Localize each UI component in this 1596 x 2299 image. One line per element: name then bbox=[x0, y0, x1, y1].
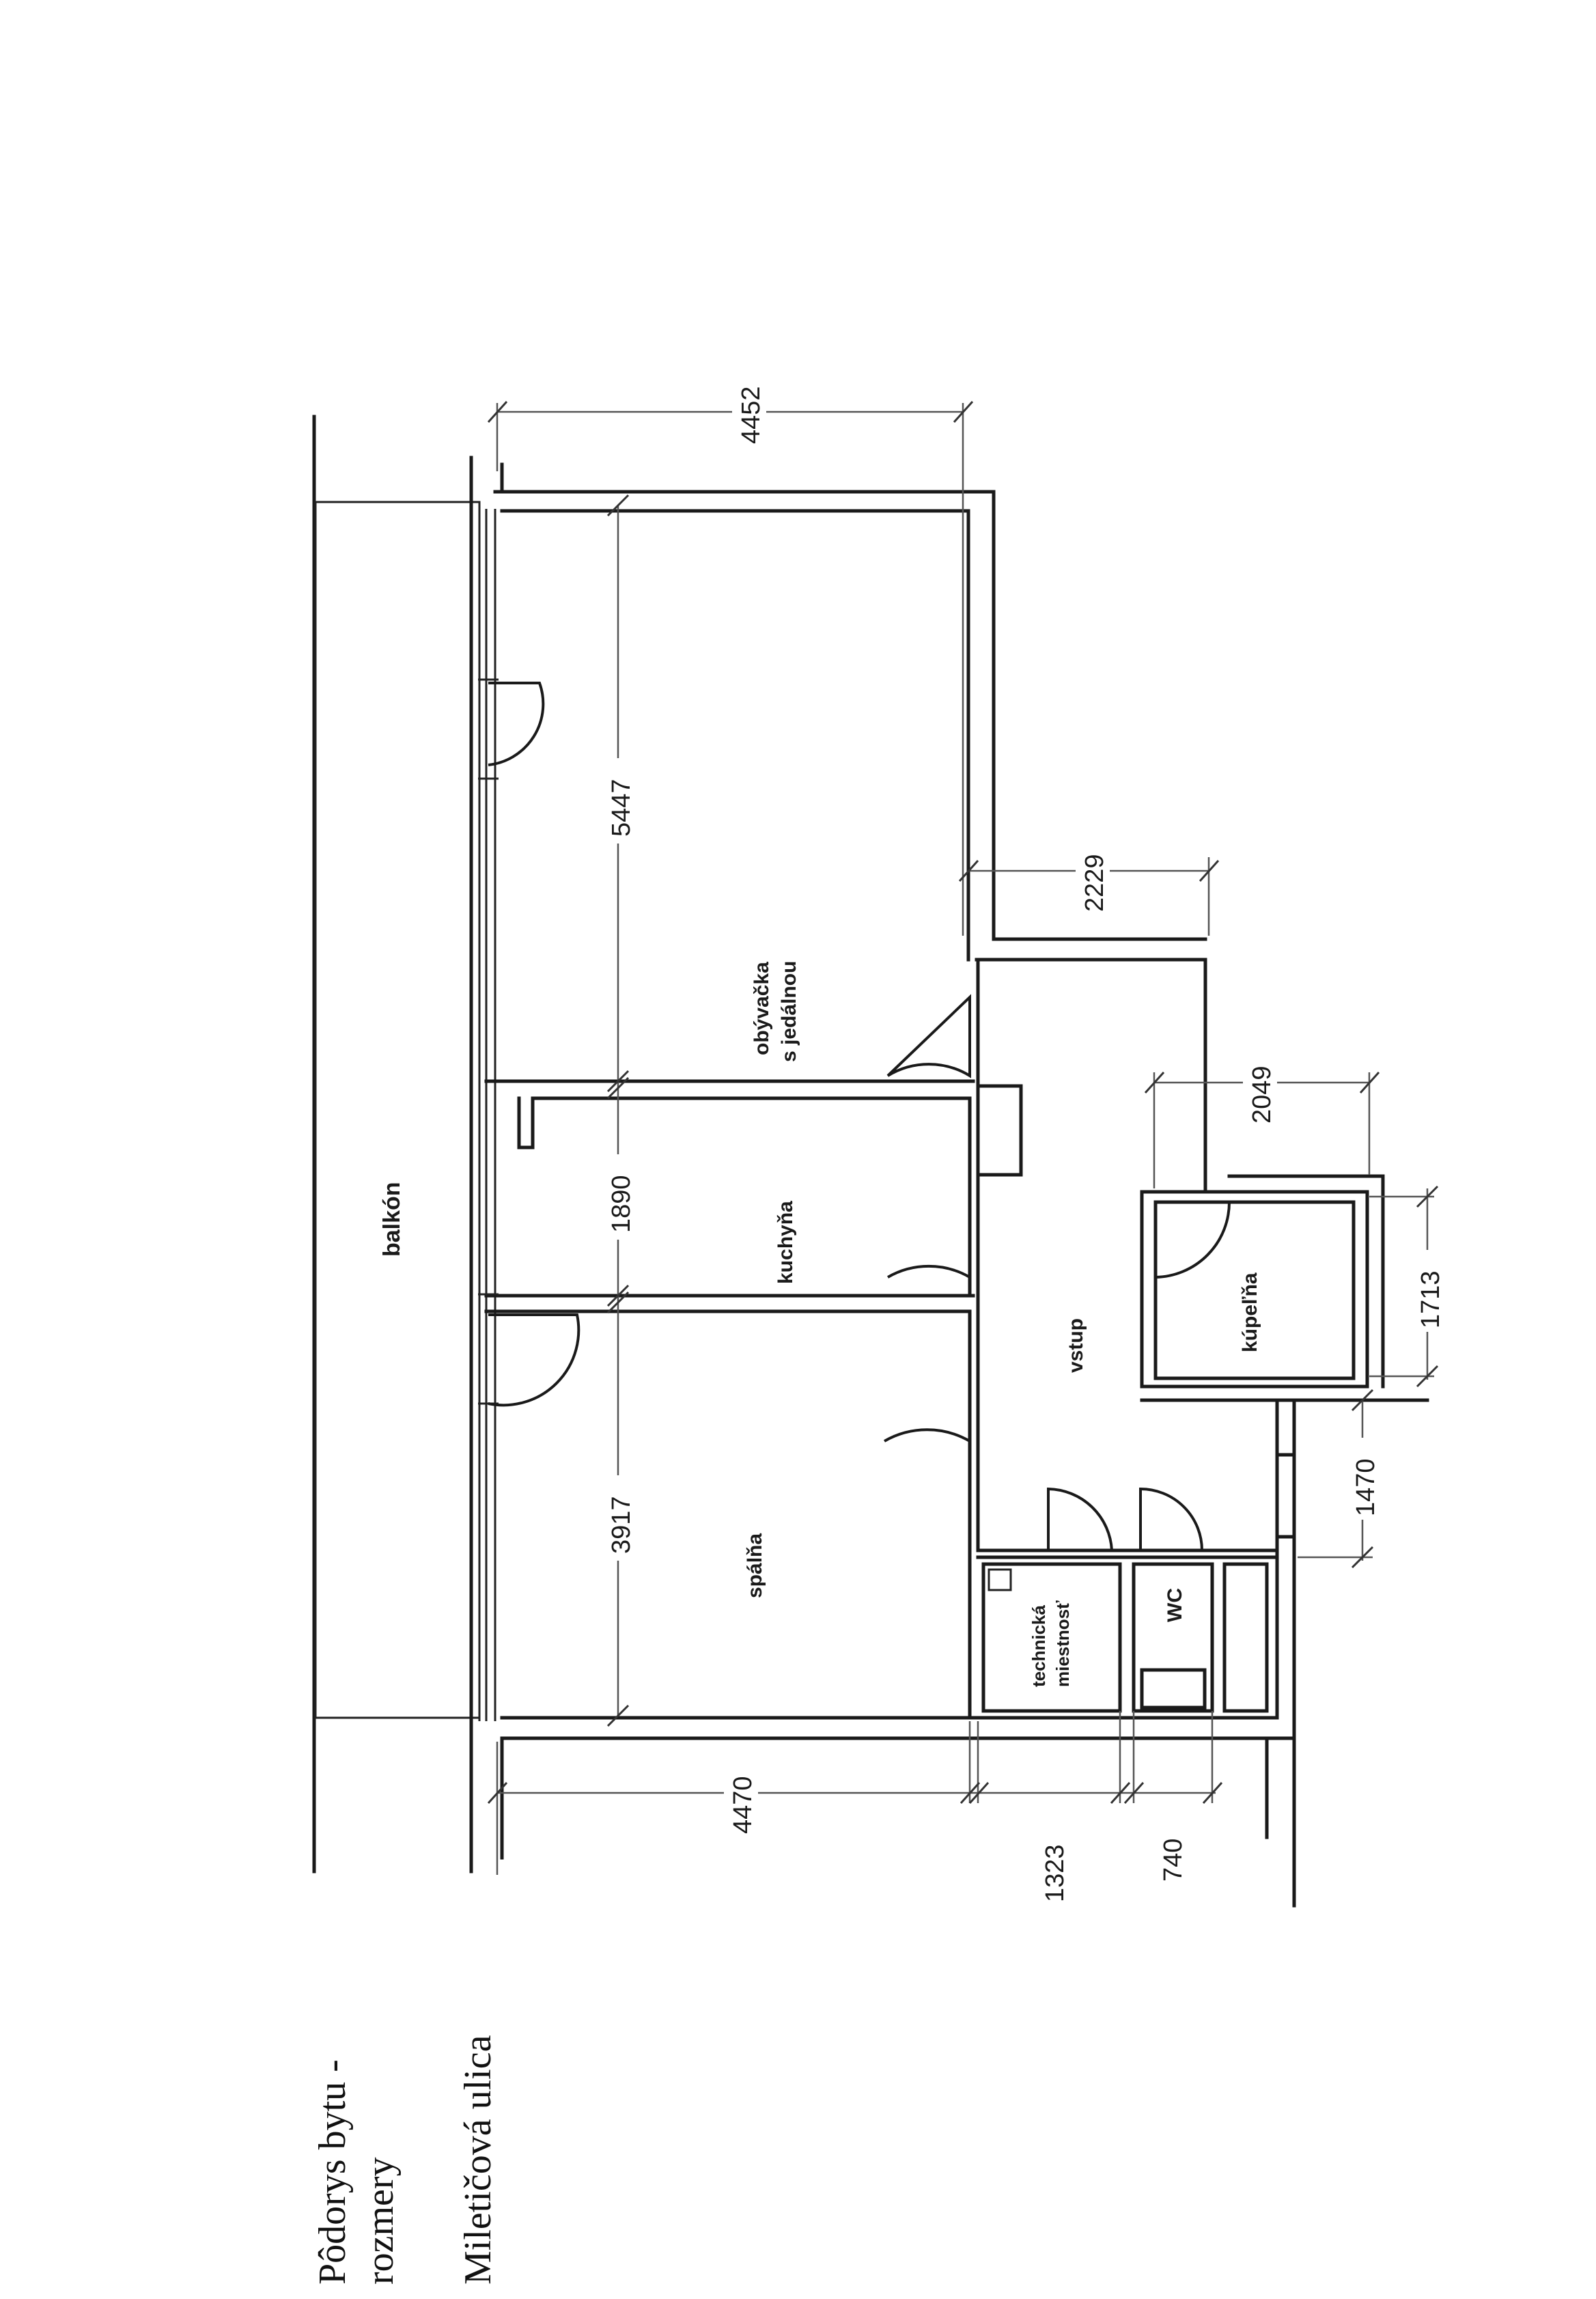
room-wc: WC bbox=[1164, 1588, 1186, 1622]
caption-street: Miletičová ulica bbox=[457, 2035, 499, 2285]
room-entrance: vstup bbox=[1065, 1318, 1087, 1373]
room-labels: balkón obývačka s jedálnou kuchyňa spálň… bbox=[379, 961, 1261, 1687]
dim-bath-width: 2049 bbox=[1248, 1065, 1276, 1124]
caption: Pôdorys bytu - rozmery Miletičová ulica bbox=[311, 2035, 499, 2285]
dim-tech-width: 1323 bbox=[1041, 1844, 1069, 1902]
interior-walls bbox=[484, 958, 1279, 1720]
room-kitchen: kuchyňa bbox=[774, 1201, 797, 1284]
room-balcony: balkón bbox=[379, 1182, 405, 1257]
room-bathroom: kúpeľňa bbox=[1239, 1272, 1261, 1352]
room-bedroom: spálňa bbox=[744, 1533, 766, 1598]
dim-bedroom-length: 3917 bbox=[607, 1496, 636, 1554]
room-living-line2: s jedálnou bbox=[778, 961, 800, 1062]
dim-bath-length: 1713 bbox=[1416, 1270, 1445, 1328]
dim-kitchen-length: 1890 bbox=[607, 1175, 636, 1233]
dimension-labels: 4452 5447 1890 3917 4470 1323 740 2229 2… bbox=[604, 352, 1445, 1902]
dim-wc-width: 740 bbox=[1159, 1839, 1188, 1882]
dim-living-length: 5447 bbox=[607, 779, 636, 837]
room-tech-line2: miestnosť bbox=[1052, 1600, 1073, 1687]
dim-hall-depth: 1470 bbox=[1352, 1458, 1380, 1516]
apartment-walls bbox=[493, 462, 1429, 1908]
caption-line1: Pôdorys bytu - bbox=[311, 2059, 354, 2285]
room-living-line1: obývačka bbox=[751, 962, 773, 1055]
dim-hall-offset: 2229 bbox=[1080, 854, 1109, 912]
caption-line2: rozmery bbox=[359, 2157, 402, 2285]
dim-bedroom-width: 4470 bbox=[729, 1776, 757, 1834]
balcony bbox=[312, 415, 496, 1873]
dim-living-width: 4452 bbox=[737, 386, 766, 444]
doors bbox=[488, 682, 1231, 1551]
room-tech-line1: technická bbox=[1028, 1605, 1049, 1687]
